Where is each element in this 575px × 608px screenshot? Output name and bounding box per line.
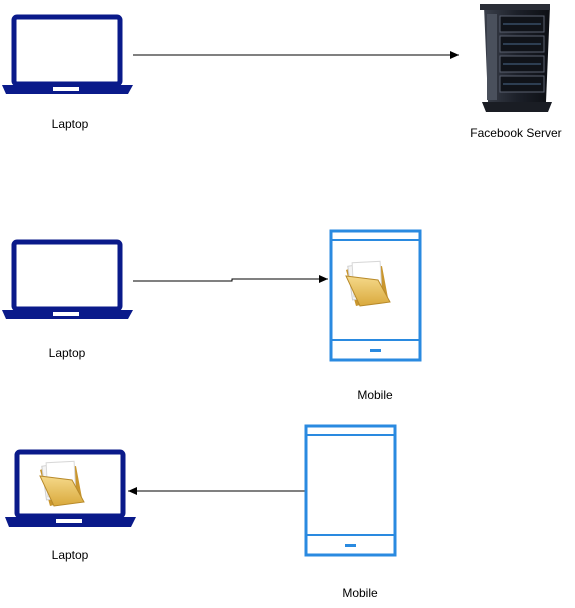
- laptop-icon: [2, 14, 133, 94]
- laptop-icon: [2, 239, 133, 319]
- server-rack-icon: [480, 4, 552, 112]
- arrow-laptop-to-mobile: [133, 275, 328, 283]
- mobile-phone-icon: [304, 424, 397, 557]
- mobile-label: Mobile: [342, 586, 378, 600]
- mobile-label: Mobile: [357, 388, 393, 402]
- mobile-phone-icon: [329, 229, 422, 362]
- laptop-label: Laptop: [51, 548, 89, 562]
- server-label: Facebook Server: [470, 126, 562, 140]
- laptop-label: Laptop: [51, 117, 89, 131]
- folder-icon: [345, 260, 391, 307]
- laptop-label: Laptop: [48, 346, 86, 360]
- folder-icon: [39, 460, 85, 507]
